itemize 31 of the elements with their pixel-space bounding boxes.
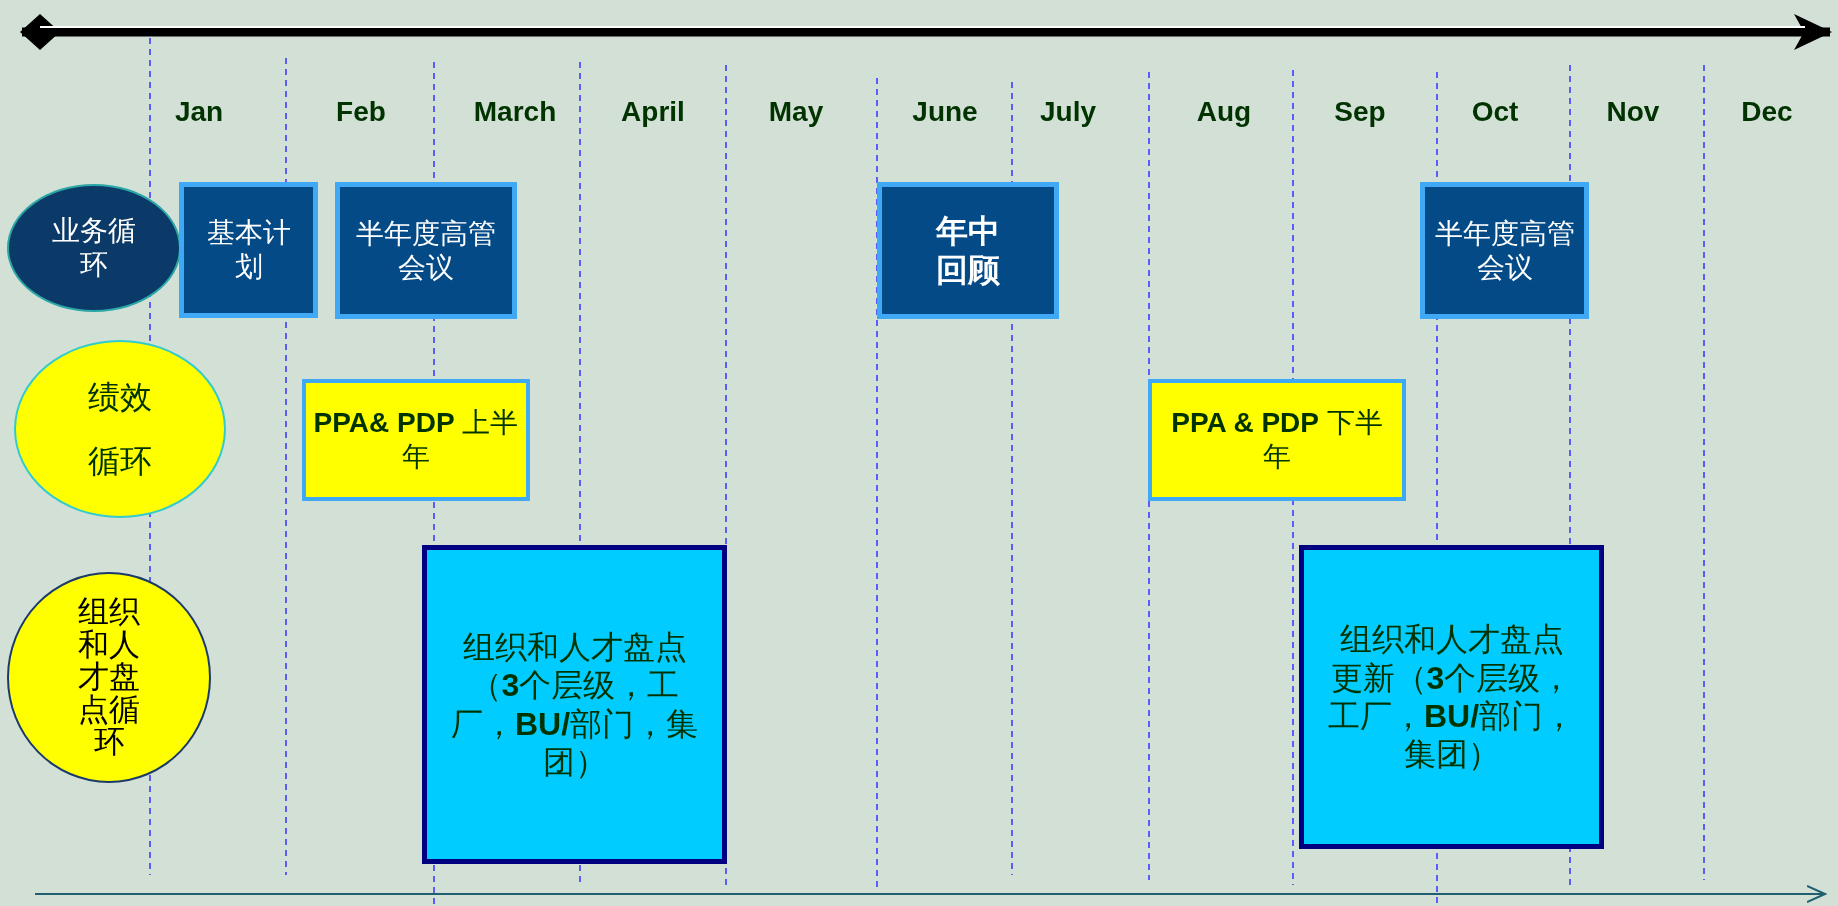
node-label: 组织和人才盘点循环: [77, 596, 141, 759]
month-label: June: [912, 96, 978, 128]
event-box: [302, 379, 530, 501]
month-label: Jan: [174, 96, 224, 128]
node-label: 半年度高管会议: [356, 216, 496, 285]
event-box: [1420, 182, 1589, 319]
node-label: 组织和人才盘点更新（3个层级，工厂，BU/部门，集团）: [1326, 620, 1577, 774]
month-label: April: [621, 96, 685, 128]
month-label: Dec: [1741, 96, 1793, 128]
node-label: 半年度高管会议: [1434, 216, 1575, 285]
month-label: Nov: [1606, 96, 1660, 128]
node-label: 绩效循环: [87, 378, 153, 481]
month-label: May: [768, 96, 824, 128]
month-label: July: [1040, 96, 1096, 128]
month-label: March: [473, 96, 557, 128]
node-label: PPA& PDP 上半年: [312, 406, 520, 474]
month-label: Sep: [1334, 96, 1386, 128]
event-box: [422, 545, 727, 864]
event-box: [1299, 545, 1604, 849]
event-box: [877, 182, 1059, 319]
event-box: [1148, 379, 1406, 501]
month-label: Aug: [1196, 96, 1252, 128]
node-label: 基本计划: [205, 216, 292, 284]
month-label: Feb: [336, 96, 386, 128]
node-label: 年中回顾: [934, 212, 1001, 289]
month-label: Oct: [1471, 96, 1519, 128]
event-box: [179, 182, 318, 318]
node-label: 业务循环: [51, 214, 137, 282]
node-label: PPA & PDP 下半年: [1170, 406, 1384, 474]
event-box: [335, 182, 517, 319]
node-label: 组织和人才盘点（3个层级，工厂，BU/部门，集团）: [449, 627, 700, 782]
